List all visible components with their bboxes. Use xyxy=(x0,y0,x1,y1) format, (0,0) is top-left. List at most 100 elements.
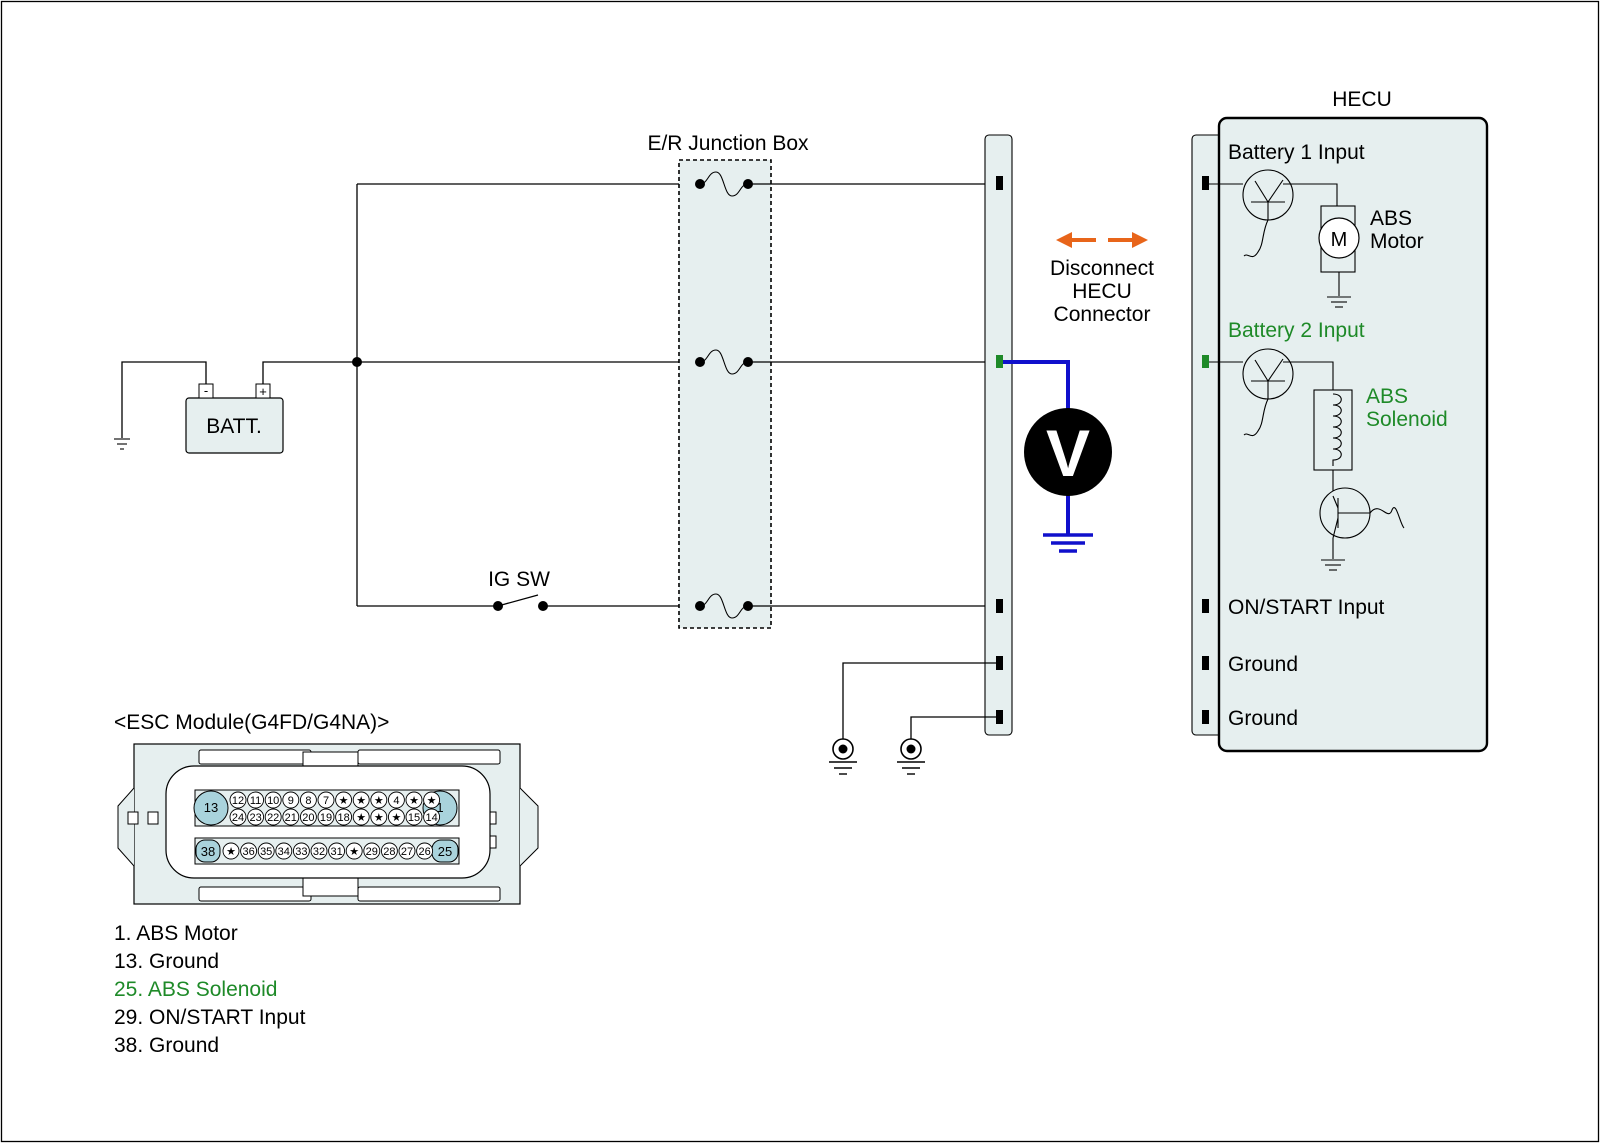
voltmeter-probe-wire xyxy=(1003,360,1070,412)
esc-pin xyxy=(264,791,282,809)
hecu-battery2-label: Battery 2 Input xyxy=(1228,319,1365,342)
voltmeter-icon xyxy=(1024,408,1112,496)
esc-pin xyxy=(387,791,405,809)
hecu-ground2-label: Ground xyxy=(1228,707,1298,730)
esc-pin-label: 14 xyxy=(425,812,437,824)
esc-pin-label: 33 xyxy=(295,846,307,858)
esc-pin-label: ★ xyxy=(356,812,366,824)
solenoid-coil-icon xyxy=(1332,393,1342,466)
hecu-pin-5 xyxy=(1202,710,1209,724)
harness-pin-4 xyxy=(996,656,1003,670)
esc-pin-label: 24 xyxy=(232,812,244,824)
chassis-ground-icon xyxy=(114,438,130,450)
solenoid-housing xyxy=(1313,389,1353,471)
esc-pin xyxy=(352,808,370,826)
motor-label-line-1: ABS xyxy=(1370,207,1412,230)
esc-pin-label: 31 xyxy=(330,846,342,858)
esc-pin-label: ★ xyxy=(374,795,384,807)
hecu-battery1-label: Battery 1 Input xyxy=(1228,141,1365,164)
transistor-1-icon xyxy=(1242,169,1294,258)
esc-pin-label: ★ xyxy=(409,795,419,807)
esc-pin xyxy=(257,842,275,860)
esc-pin-label: 11 xyxy=(250,795,261,807)
junction-box-title: E/R Junction Box xyxy=(647,132,809,155)
esc-pin-label: 20 xyxy=(302,812,314,824)
esc-pin xyxy=(423,791,441,809)
esc-pin-label: 12 xyxy=(232,795,244,807)
esc-pin xyxy=(416,842,434,860)
legend-item: 25. ABS Solenoid xyxy=(114,978,277,1001)
harness-connector xyxy=(984,134,1013,736)
harness-pin-5 xyxy=(996,710,1003,724)
esc-pin xyxy=(240,842,258,860)
esc-pin xyxy=(363,842,381,860)
esc-pin-label: 21 xyxy=(285,812,297,824)
esc-pin xyxy=(292,842,310,860)
esc-pin-13 xyxy=(193,790,229,826)
disconnect-line-3: Connector xyxy=(1054,303,1151,326)
ground-point-2-icon xyxy=(897,738,925,775)
wire-solenoid-feed xyxy=(1283,361,1334,390)
esc-pin xyxy=(405,808,423,826)
esc-pin xyxy=(275,842,293,860)
esc-pin xyxy=(222,842,240,860)
esc-pin xyxy=(247,808,265,826)
hecu-pin-2 xyxy=(1202,355,1209,368)
esc-pin-38 xyxy=(195,839,221,863)
esc-pin-label: 19 xyxy=(320,812,332,824)
battery-positive-wire xyxy=(262,361,357,384)
motor-symbol: M xyxy=(1331,229,1348,251)
esc-pin-label: 10 xyxy=(267,795,279,807)
ground-wire-1 xyxy=(842,662,996,740)
hecu-pin-3 xyxy=(1202,599,1209,613)
esc-pin xyxy=(229,791,247,809)
esc-pin xyxy=(352,791,370,809)
disconnect-line-1: Disconnect xyxy=(1050,257,1154,280)
ground-point-1-icon xyxy=(829,738,857,775)
esc-pin xyxy=(405,791,423,809)
esc-pin xyxy=(264,808,282,826)
junction-box xyxy=(678,159,772,629)
esc-pin-label: ★ xyxy=(356,795,366,807)
disconnect-line-2: HECU xyxy=(1072,280,1132,303)
hecu-title: HECU xyxy=(1332,88,1392,111)
esc-pin xyxy=(299,791,317,809)
esc-pin xyxy=(370,791,388,809)
motor-ground-icon xyxy=(1327,296,1351,308)
harness-pin-3 xyxy=(996,599,1003,613)
hecu-pin-1 xyxy=(1202,176,1209,190)
esc-pin-label: 28 xyxy=(383,846,395,858)
esc-pin-label: 15 xyxy=(408,812,420,824)
esc-title: <ESC Module(G4FD/G4NA)> xyxy=(114,711,389,734)
harness-pin-1 xyxy=(996,176,1003,190)
legend-item: 13. Ground xyxy=(114,950,219,973)
legend-item: 1. ABS Motor xyxy=(114,922,238,945)
esc-pin xyxy=(317,808,335,826)
esc-pin xyxy=(282,808,300,826)
esc-pin-label: 27 xyxy=(401,846,413,858)
solenoid-label-line-1: ABS xyxy=(1366,385,1408,408)
hecu-ground1-label: Ground xyxy=(1228,653,1298,676)
esc-pin xyxy=(380,842,398,860)
esc-pin-label: 8 xyxy=(305,795,311,807)
esc-pin-label: 29 xyxy=(366,846,378,858)
esc-pin-label: ★ xyxy=(226,846,236,858)
fuse-3 xyxy=(695,593,753,619)
solenoid-label-line-2: Solenoid xyxy=(1366,408,1448,431)
fuse-1 xyxy=(695,171,753,197)
esc-pin-label: 34 xyxy=(278,846,290,858)
esc-pin xyxy=(247,791,265,809)
hecu-on-start-label: ON/START Input xyxy=(1228,596,1385,619)
esc-pin xyxy=(345,842,363,860)
esc-pin-38-label: 38 xyxy=(201,844,215,859)
esc-pin xyxy=(387,808,405,826)
esc-pin-label: 32 xyxy=(313,846,325,858)
esc-pin xyxy=(370,808,388,826)
esc-pin-label: 35 xyxy=(260,846,272,858)
esc-pin xyxy=(229,808,247,826)
esc-pin-label: 7 xyxy=(323,795,329,807)
motor-label-line-2: Motor xyxy=(1370,230,1424,253)
